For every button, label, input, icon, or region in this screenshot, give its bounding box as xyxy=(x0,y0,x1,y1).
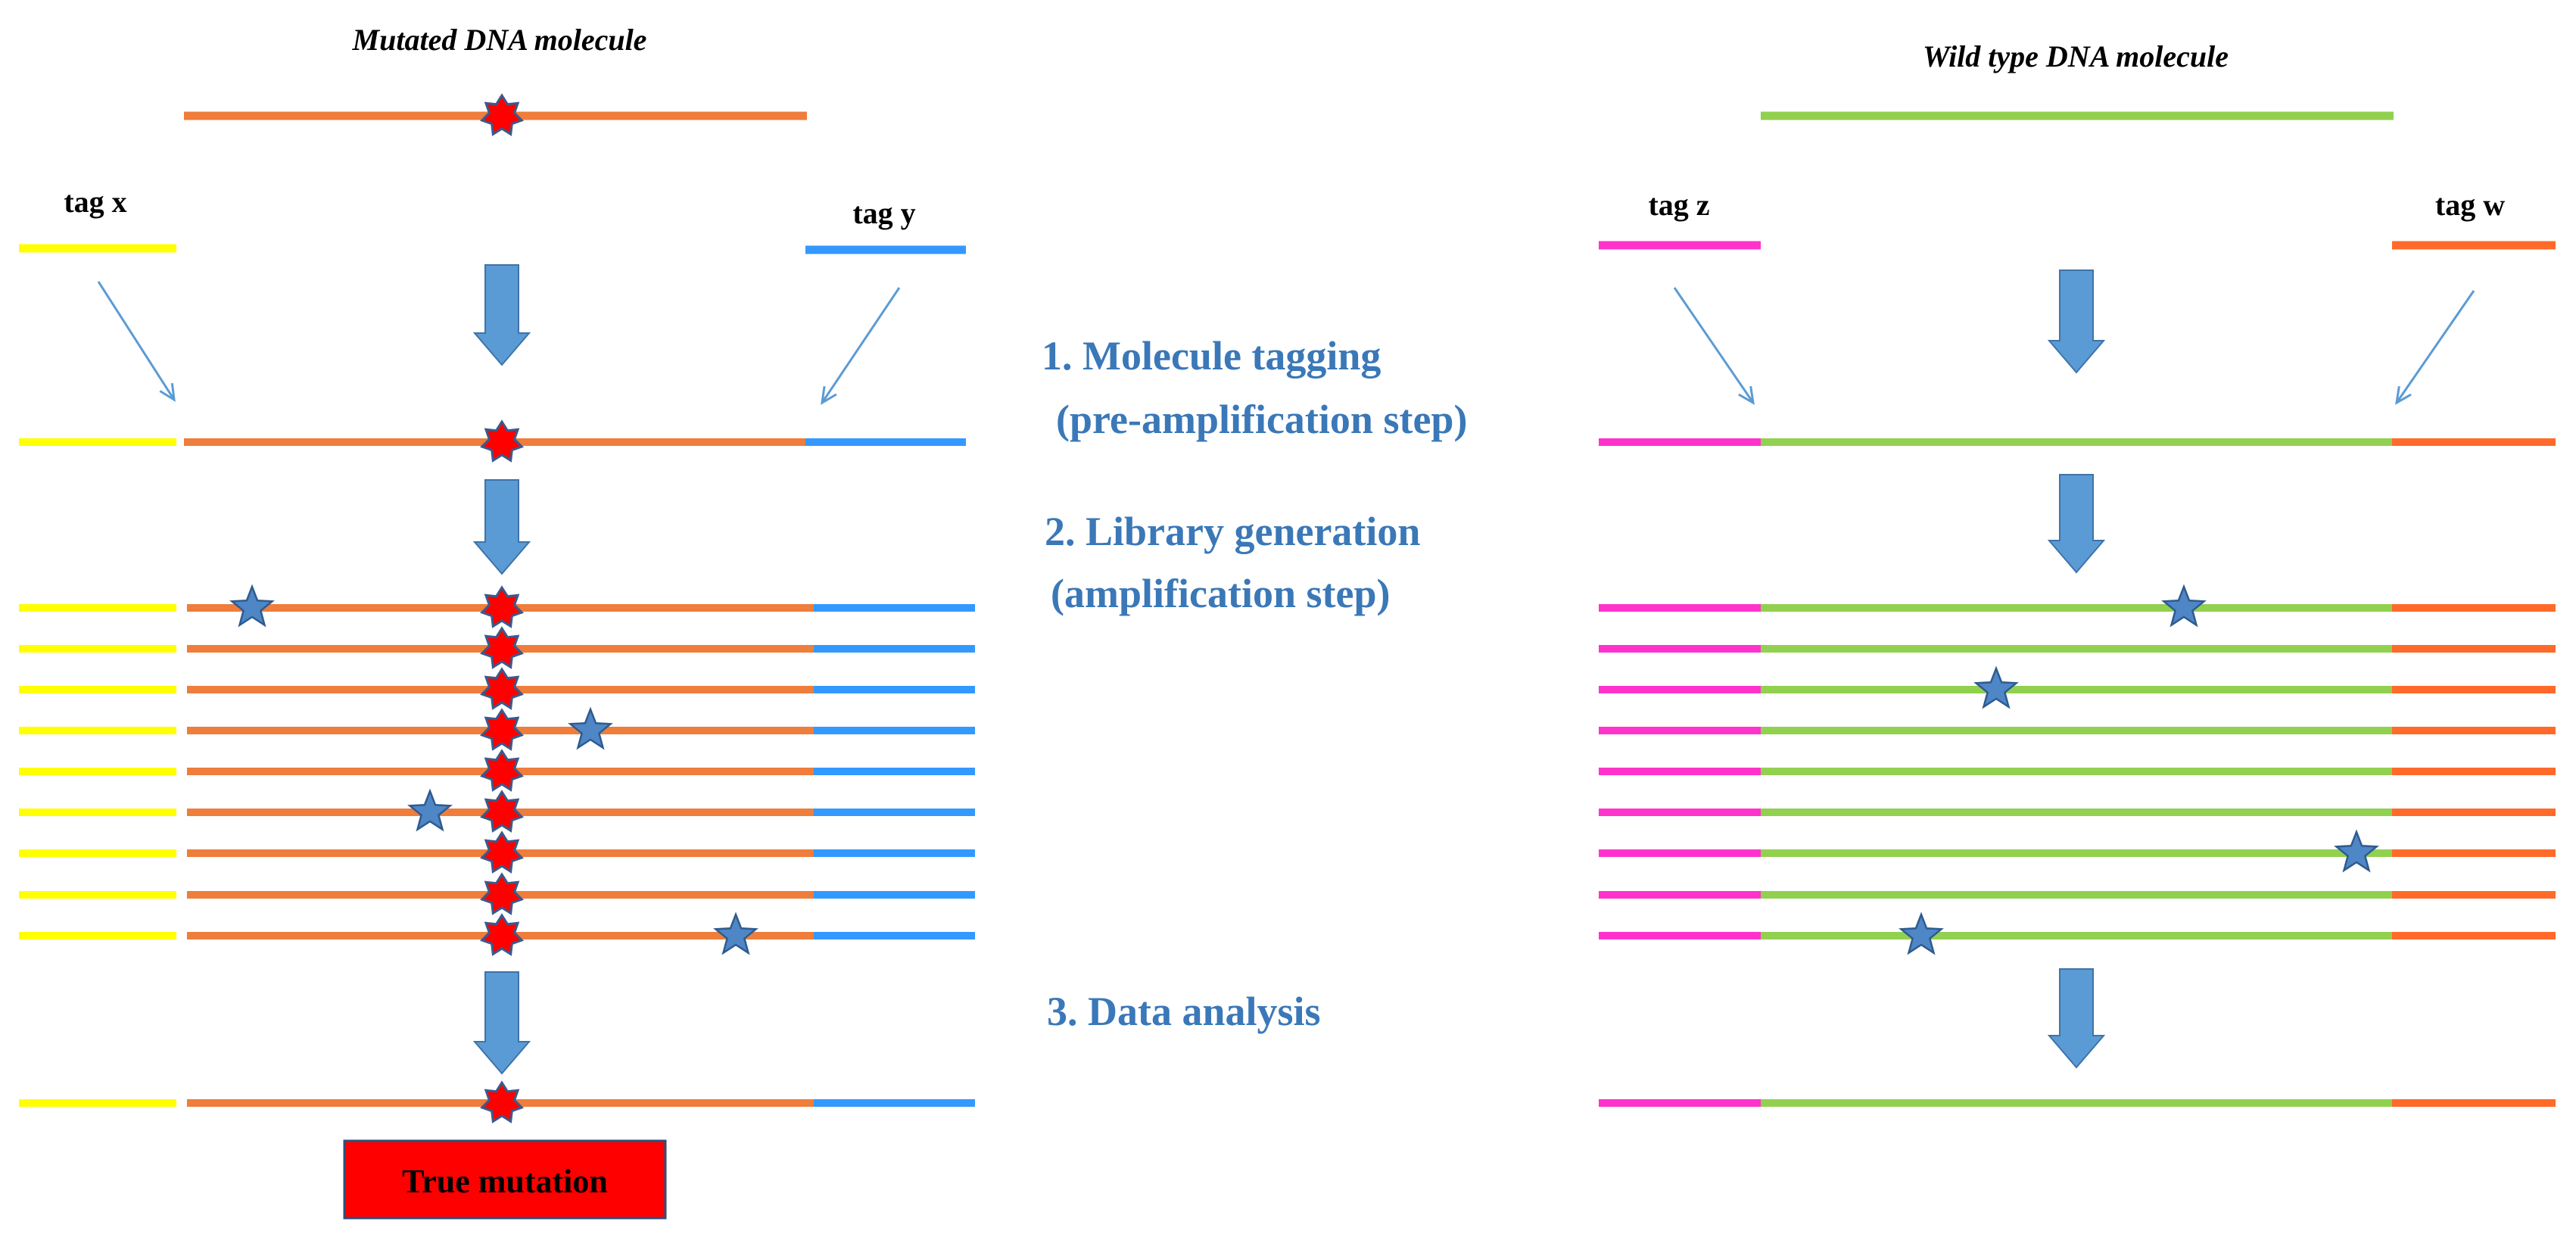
thin-arrow-icon xyxy=(1738,386,1755,405)
thin-arrow-icon xyxy=(821,287,901,404)
red-star-icon xyxy=(479,667,525,710)
down-arrow-icon xyxy=(2047,968,2106,1069)
wild-type-title: Wild type DNA molecule xyxy=(1923,39,2229,73)
step-1-subtitle: (pre-amplification step) xyxy=(1056,397,1467,442)
thin-arrow-icon xyxy=(159,382,176,402)
flow-arrows xyxy=(472,264,2106,1075)
down-arrow-icon xyxy=(2047,270,2106,374)
red-star-icon xyxy=(479,626,525,669)
red-star-icon xyxy=(479,93,525,136)
thin-arrow-icon xyxy=(2395,290,2475,404)
mutated-strands xyxy=(19,93,975,1123)
thin-arrow-icon xyxy=(2395,386,2412,405)
tag-pointer-arrows xyxy=(1673,287,2475,405)
down-arrow-icon xyxy=(472,264,531,366)
red-star-icon xyxy=(479,708,525,751)
thin-arrow-icon xyxy=(1673,287,1755,404)
thin-arrow-icon xyxy=(97,281,176,400)
down-arrow-icon xyxy=(472,971,531,1075)
step-1-title: 1. Molecule tagging xyxy=(1042,333,1381,379)
tag-pointer-arrows xyxy=(97,281,901,405)
mutated-title: Mutated DNA molecule xyxy=(352,23,647,57)
red-star-icon xyxy=(479,872,525,915)
blue-star-icon xyxy=(407,788,453,832)
red-star-icon xyxy=(479,913,525,956)
step-labels: 1. Molecule tagging (pre-amplification s… xyxy=(1042,333,1467,1034)
wild-type-panel: Wild type DNA molecule tag z tag w xyxy=(1599,39,2556,1107)
tag-y-label: tag y xyxy=(852,196,915,230)
blue-star-icon xyxy=(229,584,275,628)
tag-z-label: tag z xyxy=(1648,188,1709,222)
tag-x-label: tag x xyxy=(64,185,126,219)
down-arrow-icon xyxy=(472,479,531,575)
true-mutation-label: True mutation xyxy=(402,1163,608,1200)
red-star-icon xyxy=(479,790,525,833)
blue-star-icon xyxy=(1973,665,2019,709)
mutated-panel: Mutated DNA molecule tag x tag y True mu… xyxy=(19,23,975,1220)
tag-w-label: tag w xyxy=(2435,188,2505,222)
step-2-title: 2. Library generation xyxy=(1045,509,1420,554)
blue-star-icon xyxy=(568,706,613,750)
true-mutation-box: True mutation xyxy=(343,1139,667,1220)
red-star-icon xyxy=(479,419,525,463)
blue-star-icon xyxy=(2161,584,2207,628)
wild-type-strands xyxy=(1599,438,2556,1107)
blue-star-icon xyxy=(1899,911,1944,955)
down-arrow-icon xyxy=(2047,474,2106,574)
blue-star-icon xyxy=(2334,829,2379,873)
true-mutation-background xyxy=(343,1139,667,1220)
red-star-icon xyxy=(479,1080,525,1123)
red-star-icon xyxy=(479,585,525,628)
red-star-icon xyxy=(479,830,525,874)
step-2-subtitle: (amplification step) xyxy=(1051,571,1390,616)
red-star-icon xyxy=(479,749,525,792)
blue-star-icon xyxy=(713,911,758,955)
step-3-title: 3. Data analysis xyxy=(1047,989,1321,1034)
thin-arrow-icon xyxy=(821,386,837,405)
